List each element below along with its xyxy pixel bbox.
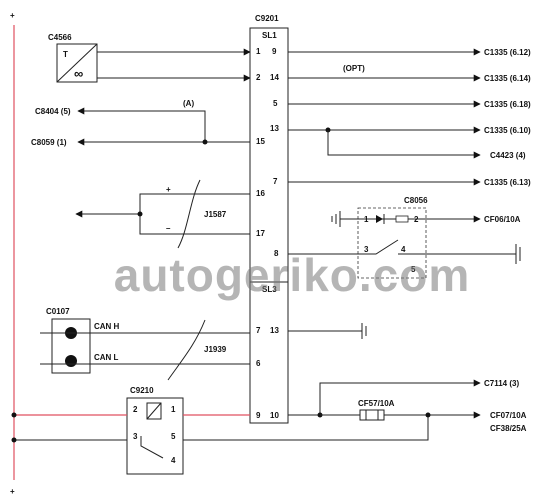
sl3-label: SL3	[262, 285, 277, 294]
plus-bottom-label: +	[10, 487, 15, 496]
label-c1335-610: C1335 (6.10)	[484, 126, 531, 135]
relay-switch	[288, 239, 399, 255]
pin-left-7: 7	[256, 326, 261, 335]
label-c1335-613: C1335 (6.13)	[484, 178, 531, 187]
a-label: (A)	[183, 99, 194, 108]
label-cf07: CF07/10A	[490, 411, 527, 420]
j1587-minus: –	[166, 224, 171, 233]
c8056-label: C8056	[404, 196, 428, 205]
relay-pin-3: 3	[364, 245, 369, 254]
relay-pin-4: 4	[401, 245, 406, 254]
pin-right-10: 10	[270, 411, 279, 420]
connector-c9201-box	[249, 27, 289, 424]
relay-pin-5: 5	[411, 265, 416, 274]
label-cf06: CF06/10A	[484, 215, 521, 224]
can-h-label: CAN H	[94, 322, 120, 331]
label-c4423: C4423 (4)	[490, 151, 526, 160]
pin-left-6: 6	[256, 359, 261, 368]
pin-right-5: 5	[273, 99, 278, 108]
diode-symbol	[376, 215, 383, 223]
j1587-label: J1587	[204, 210, 227, 219]
relay-coil	[395, 215, 409, 223]
c8056-relay-box	[357, 207, 427, 279]
can-l-label: CAN L	[94, 353, 119, 362]
pin-left-15: 15	[256, 137, 265, 146]
c9210-pin-4: 4	[171, 456, 176, 465]
c4566-inf-label: ∞	[74, 66, 83, 81]
label-c8059: C8059 (1)	[31, 138, 67, 147]
sl1-label: SL1	[262, 31, 277, 40]
wire-c4423	[327, 130, 481, 159]
c4566-label: C4566	[48, 33, 72, 42]
c9210-pin-3: 3	[133, 432, 138, 441]
label-cf38: CF38/25A	[490, 424, 527, 433]
fuse-cf57	[359, 409, 385, 421]
wire-c8404	[77, 107, 206, 142]
c9210-switch	[140, 436, 164, 459]
pin-right-7: 7	[273, 177, 278, 186]
pin-left-2: 2	[256, 73, 261, 82]
pin-left-1: 1	[256, 47, 261, 56]
c9210-label: C9210	[130, 386, 154, 395]
junction-cf07	[425, 412, 431, 418]
plus-top-label: +	[10, 11, 15, 20]
label-c1335-618: C1335 (6.18)	[484, 100, 531, 109]
connector-c9201-label: C9201	[255, 14, 279, 23]
pin-left-17: 17	[256, 229, 265, 238]
j1939-twist	[167, 319, 206, 381]
pin-right-13: 13	[270, 124, 279, 133]
pin-left-8: 8	[274, 249, 279, 258]
junction-power-1	[11, 412, 17, 418]
relay-pin-2: 2	[414, 215, 419, 224]
j1587-pair	[139, 193, 250, 235]
junction-j1587	[137, 211, 143, 217]
c9210-pin-5: 5	[171, 432, 176, 441]
pin-right-13b: 13	[270, 326, 279, 335]
j1939-label: J1939	[204, 345, 227, 354]
label-c1335-612: C1335 (6.12)	[484, 48, 531, 57]
opt-label: (OPT)	[343, 64, 365, 73]
pin-left-9: 9	[256, 411, 261, 420]
c4566-diagonal	[56, 43, 98, 83]
j1587-twist	[177, 179, 201, 249]
label-c7114: C7114 (3)	[484, 379, 519, 388]
wire-c9210-pin5	[183, 415, 429, 441]
j1587-plus: +	[166, 185, 171, 194]
c9210-pin-1: 1	[171, 405, 176, 414]
can-l-terminal	[65, 355, 77, 367]
label-c8404: C8404 (5)	[35, 107, 71, 116]
c9210-coil-diag	[146, 402, 162, 420]
relay-pin-1: 1	[364, 215, 369, 224]
junction-a	[202, 139, 208, 145]
c9210-pin-2: 2	[133, 405, 138, 414]
label-c1335-614: C1335 (6.14)	[484, 74, 531, 83]
c0107-label: C0107	[46, 307, 70, 316]
pin-left-16: 16	[256, 189, 265, 198]
wire-c7114	[288, 379, 481, 416]
junction-power-2	[11, 437, 17, 443]
c4566-t-label: T	[63, 50, 68, 59]
cf57-label: CF57/10A	[358, 399, 395, 408]
pin-right-14: 14	[270, 73, 279, 82]
pin-right-9: 9	[272, 47, 277, 56]
